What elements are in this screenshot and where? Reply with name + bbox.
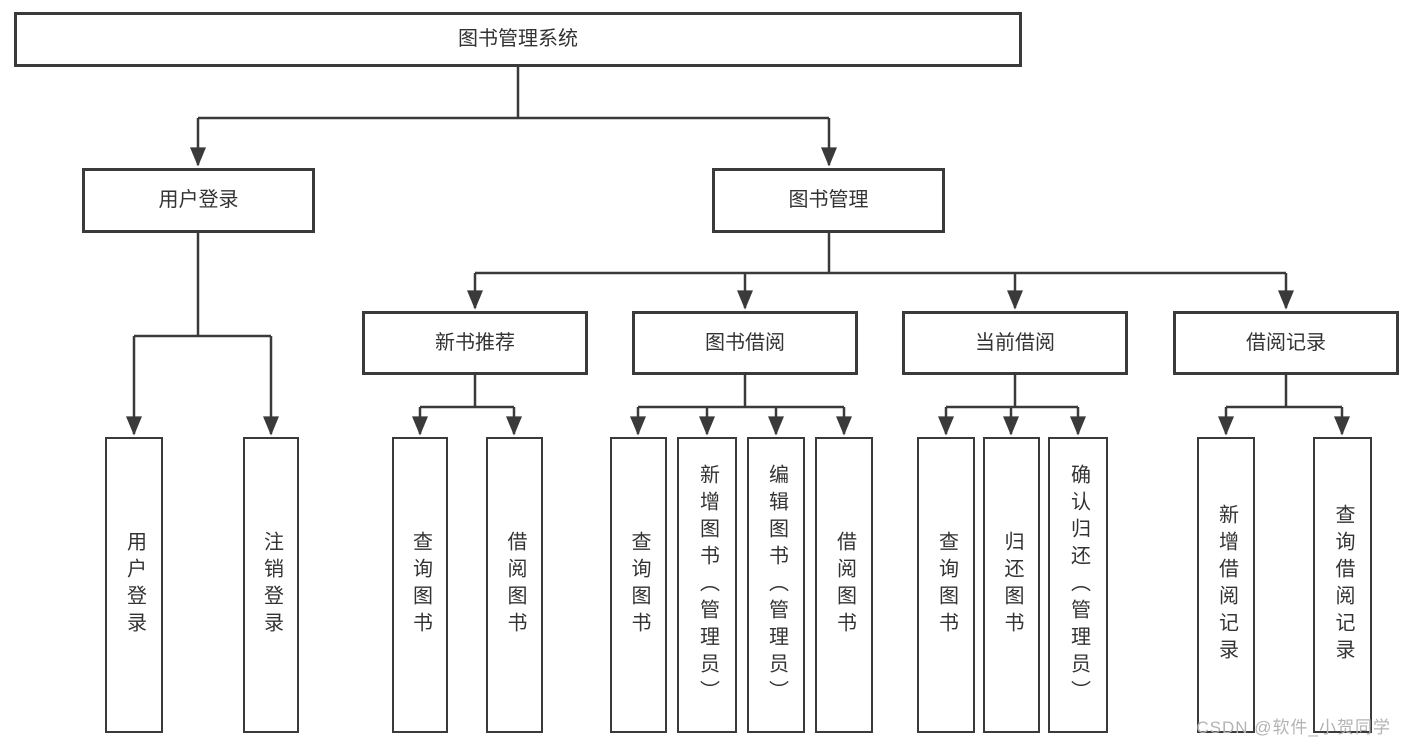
node-new-book-recommendation: 新书推荐 — [362, 311, 588, 375]
leaf-query-books-newbook: 查询图书 — [392, 437, 448, 733]
csdn-watermark: CSDN @软件_小贺同学 — [1196, 718, 1391, 737]
node-borrowing-records: 借阅记录 — [1173, 311, 1399, 375]
node-library-management-system: 图书管理系统 — [14, 12, 1022, 67]
leaf-query-borrow-record: 查询借阅记录 — [1313, 437, 1372, 733]
leaf-confirm-return-admin: 确认归还（管理员） — [1048, 437, 1108, 733]
leaf-borrow-books-newbook: 借阅图书 — [486, 437, 543, 733]
leaf-add-borrow-record: 新增借阅记录 — [1197, 437, 1255, 733]
leaf-borrow-books-borrowing: 借阅图书 — [815, 437, 873, 733]
node-current-borrowing: 当前借阅 — [902, 311, 1128, 375]
leaf-query-books-borrowing: 查询图书 — [610, 437, 667, 733]
node-book-management: 图书管理 — [712, 168, 945, 233]
leaf-logout: 注销登录 — [243, 437, 299, 733]
leaf-query-books-current: 查询图书 — [917, 437, 975, 733]
leaf-return-books: 归还图书 — [983, 437, 1040, 733]
leaf-user-login: 用户登录 — [105, 437, 163, 733]
leaf-edit-books-admin: 编辑图书（管理员） — [747, 437, 805, 733]
leaf-add-books-admin: 新增图书（管理员） — [677, 437, 737, 733]
node-book-borrowing: 图书借阅 — [632, 311, 858, 375]
node-user-login: 用户登录 — [82, 168, 315, 233]
